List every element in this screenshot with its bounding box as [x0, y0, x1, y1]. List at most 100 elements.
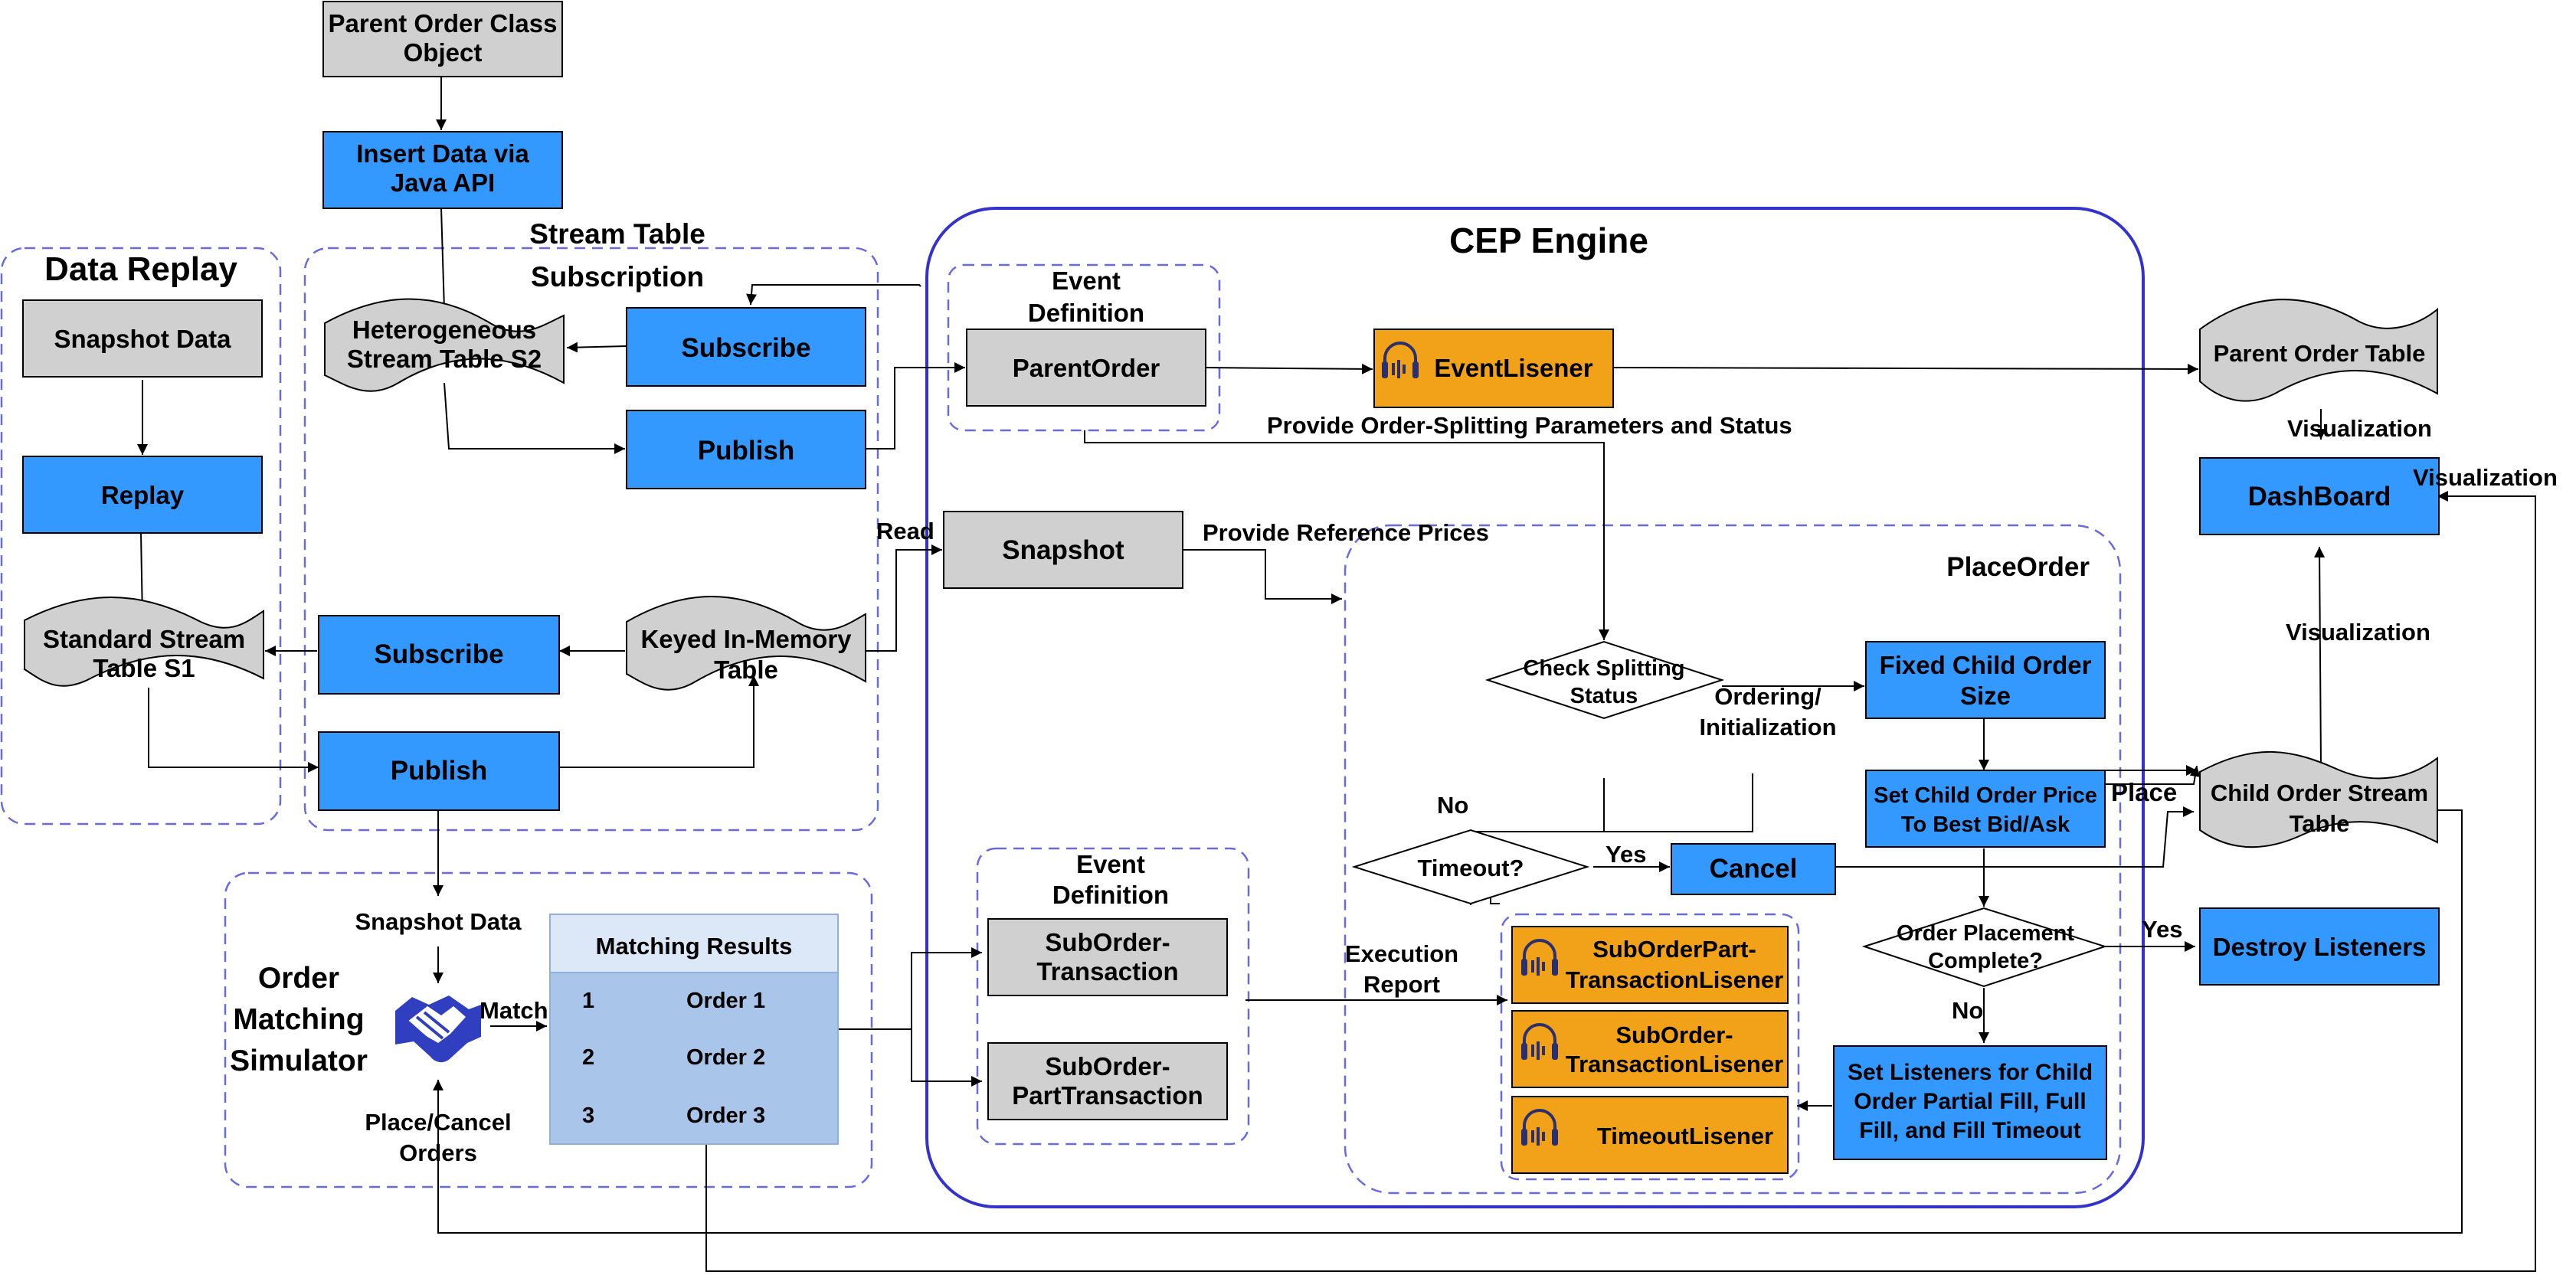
cep-engine-container [925, 207, 2145, 1208]
order-matching-simulator-group [224, 871, 873, 1188]
table-row-num: 2 [582, 1045, 594, 1070]
stream-subscription-group [303, 247, 879, 832]
event-definition-group-2 [976, 847, 1250, 1146]
matching-results-table: Matching Results 1 Order 1 2 Order 2 3 O… [549, 914, 839, 1145]
visualization-label-1: Visualization [2287, 415, 2432, 442]
svg-text:Cancel: Cancel [1710, 854, 1798, 884]
svg-text:Destroy Listeners: Destroy Listeners [2213, 933, 2427, 961]
data-replay-title: Data Replay [44, 250, 237, 288]
dashboard-box: DashBoard [2199, 457, 2440, 535]
handshake-icon [395, 995, 481, 1063]
place-label: Place [2111, 778, 2177, 806]
publish-button-1[interactable]: Publish [626, 410, 866, 489]
read-label: Read [876, 518, 934, 544]
results-header: Matching Results [596, 933, 793, 960]
timeout-decision: Timeout? [1351, 829, 1590, 905]
svg-text:SubOrderPart-TransactionLisene: SubOrderPart-TransactionLisener [1566, 936, 1783, 993]
place-order-title: PlaceOrder [1946, 552, 2090, 582]
svg-text:SubOrder-PartTransaction: SubOrder-PartTransaction [1012, 1052, 1203, 1110]
table-row-num: 3 [582, 1103, 594, 1128]
yes-label-1: Yes [1605, 841, 1646, 868]
svg-text:ParentOrder: ParentOrder [1013, 354, 1160, 382]
visualization-label-2: Visualization [2413, 464, 2558, 491]
svg-text:Parent Order Table: Parent Order Table [2214, 340, 2426, 367]
snapshot-data-box: Snapshot Data [22, 299, 263, 378]
subscribe-button-1[interactable]: Subscribe [626, 307, 866, 387]
match-label: Match [480, 997, 548, 1024]
svg-text:Timeout?: Timeout? [1418, 855, 1524, 881]
table-row-order: Order 1 [686, 989, 765, 1013]
listener-suborderpart-transaction: SubOrderPart-TransactionLisener [1511, 926, 1789, 1004]
event-listener-box: EventLisener [1373, 329, 1614, 408]
visualization-label-3: Visualization [2286, 619, 2430, 646]
data-replay-group [0, 247, 282, 825]
ordering-initialization-label: Ordering/Initialization [1699, 683, 1836, 740]
svg-text:TimeoutLisener: TimeoutLisener [1597, 1123, 1773, 1149]
no-label-1: No [1437, 792, 1468, 819]
svg-text:DashBoard: DashBoard [2248, 482, 2391, 512]
cep-engine-title: CEP Engine [1449, 221, 1648, 260]
suborder-transaction-box: SubOrder-Transaction [987, 918, 1228, 996]
place-order-group [1344, 524, 2122, 1195]
svg-text:SubOrder-TransactionLisener: SubOrder-TransactionLisener [1566, 1022, 1783, 1077]
listeners-group [1500, 913, 1800, 1181]
snapshot-box: Snapshot [943, 511, 1183, 589]
suborder-part-transaction-box: SubOrder-PartTransaction [987, 1042, 1228, 1120]
table-row-num: 1 [582, 989, 594, 1013]
svg-text:EventLisener: EventLisener [1434, 354, 1592, 382]
simulator-snapshot-data-label: Snapshot Data [355, 908, 522, 935]
listener-timeout: TimeoutLisener [1511, 1096, 1789, 1174]
svg-text:Subscribe: Subscribe [374, 639, 503, 669]
svg-text:Snapshot Data: Snapshot Data [54, 325, 231, 353]
parent-order-table: Parent Order Table [2199, 299, 2438, 402]
listener-suborder-transaction: SubOrder-TransactionLisener [1511, 1010, 1789, 1088]
no-label-2: No [1952, 997, 1983, 1024]
connectors [136, 77, 2536, 1272]
svg-text:Subscribe: Subscribe [681, 333, 810, 363]
yes-label-2: Yes [2142, 916, 2182, 943]
table-row-order: Order 2 [686, 1045, 765, 1070]
provide-splitting-label: Provide Order-Splitting Parameters and S… [1267, 412, 1792, 439]
subscribe-button-2[interactable]: Subscribe [318, 615, 560, 695]
cancel-box: Cancel [1671, 843, 1836, 895]
svg-text:SubOrder-Transaction: SubOrder-Transaction [1036, 928, 1178, 986]
svg-text:Publish: Publish [391, 756, 487, 786]
replay-box: Replay [22, 456, 263, 534]
publish-button-2[interactable]: Publish [318, 731, 560, 811]
svg-text:Snapshot: Snapshot [1002, 535, 1124, 565]
svg-text:Replay: Replay [101, 481, 185, 509]
provide-reference-prices-label: Provide Reference Prices [1203, 519, 1489, 546]
parent-order-event-box: ParentOrder [966, 329, 1206, 407]
svg-text:Publish: Publish [698, 436, 794, 466]
table-row-order: Order 3 [686, 1103, 765, 1128]
